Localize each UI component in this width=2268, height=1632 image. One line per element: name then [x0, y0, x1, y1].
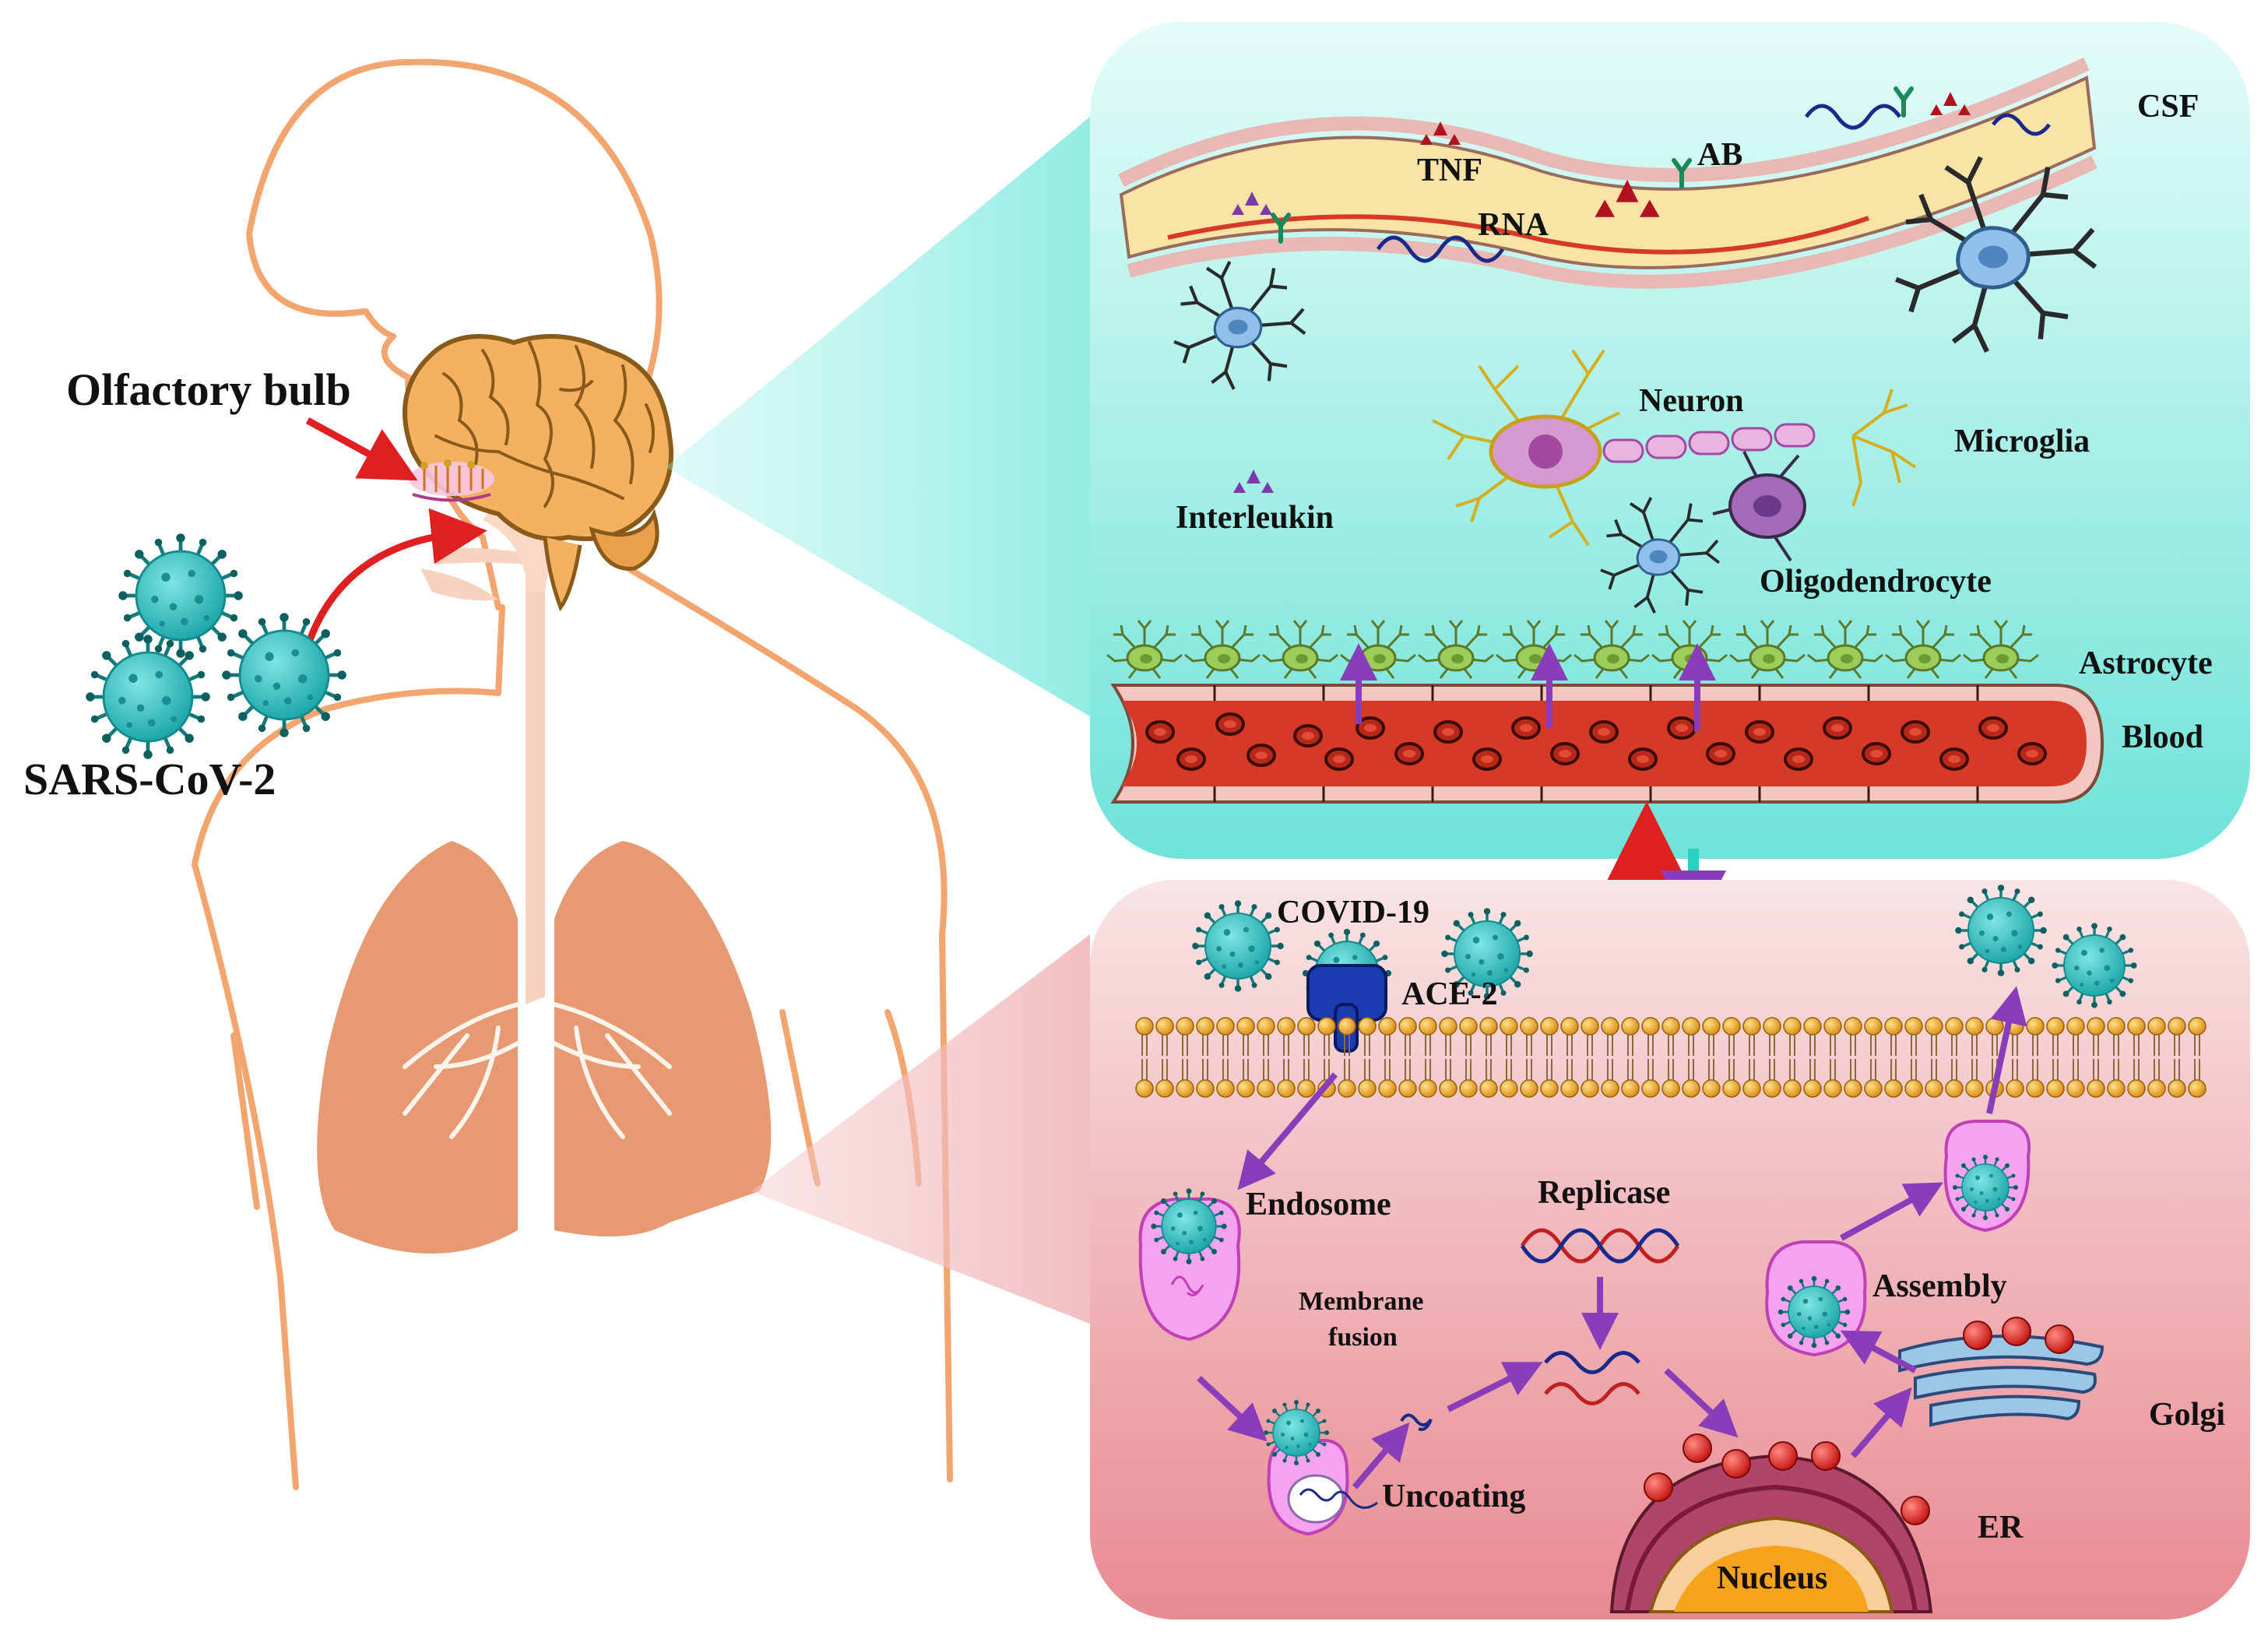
olfactory-arrow: [305, 417, 418, 481]
uncoating-label: Uncoating: [1382, 1479, 1525, 1514]
blood-vessel: [1110, 684, 2104, 804]
neuron-cell: [1432, 349, 1917, 547]
sars-cov-2-particles: [86, 533, 346, 759]
uncoating-vesicle: [1262, 1398, 1378, 1536]
assembly-vesicle: [1765, 1240, 1867, 1357]
nucleus-label: Nucleus: [1717, 1560, 1827, 1596]
sars-cov-2-label: SARS-CoV-2: [23, 754, 276, 804]
budding-vesicle: [1943, 1120, 2031, 1233]
brain-microenvironment-panel: CSF TNF RNA AB: [1090, 22, 2250, 859]
assembly-label: Assembly: [1872, 1268, 2007, 1304]
interleukin-label: Interleukin: [1176, 500, 1334, 536]
left-lung: [317, 841, 518, 1254]
endosome-label: Endosome: [1246, 1187, 1391, 1222]
golgi-label: Golgi: [2149, 1397, 2225, 1433]
rna-wave: [1376, 235, 1505, 263]
endosome: [1138, 1187, 1241, 1342]
microglia-label: Microglia: [1954, 424, 2090, 459]
rna-wave: [1992, 113, 2051, 136]
right-lung: [554, 841, 772, 1236]
ab-label: AB: [1697, 137, 1742, 173]
bbb-crossing-arrows: [1340, 643, 1716, 732]
neuron-label: Neuron: [1639, 383, 1744, 419]
ace-2-label: ACE-2: [1401, 976, 1498, 1012]
blood-label: Blood: [2122, 719, 2203, 755]
olfactory-bulb-region: [409, 459, 494, 502]
oligodendrocyte-label: Oligodendrocyte: [1760, 564, 1992, 600]
rna-label: RNA: [1478, 207, 1549, 243]
replicase-label: Replicase: [1538, 1175, 1670, 1211]
olfactory-bulb-label: Olfactory bulb: [66, 364, 351, 415]
replicase-strands: [1520, 1228, 1680, 1264]
er-label: ER: [1978, 1510, 2024, 1546]
brain-zoom-cone: [666, 117, 1090, 716]
cell-infection-panel: COVID-19 ACE-2 Endosome Membrane fusion …: [1090, 880, 2250, 1620]
csf-label: CSF: [2137, 89, 2199, 125]
oligodendrocyte-cell: [1712, 451, 1806, 562]
astrocyte-label: Astrocyte: [2079, 645, 2213, 681]
csf-vessel: [1117, 57, 2097, 289]
membrane-fusion-label-2: fusion: [1328, 1323, 1398, 1352]
covid-19-label: COVID-19: [1277, 895, 1429, 930]
life-cycle-arrows: [1197, 986, 2027, 1490]
human-figure: [192, 58, 953, 1490]
tnf-label: TNF: [1417, 153, 1482, 188]
rna-copies: [1544, 1351, 1640, 1405]
er-nucleus: [1609, 1433, 1933, 1613]
lung-zoom-cone: [751, 934, 1090, 1324]
virus-entry-arrow: [304, 508, 487, 648]
rna-wave: [1804, 104, 1902, 130]
membrane-fusion-label-1: Membrane: [1299, 1287, 1424, 1316]
golgi-apparatus: [1898, 1316, 2104, 1427]
free-rna: [1400, 1413, 1433, 1431]
